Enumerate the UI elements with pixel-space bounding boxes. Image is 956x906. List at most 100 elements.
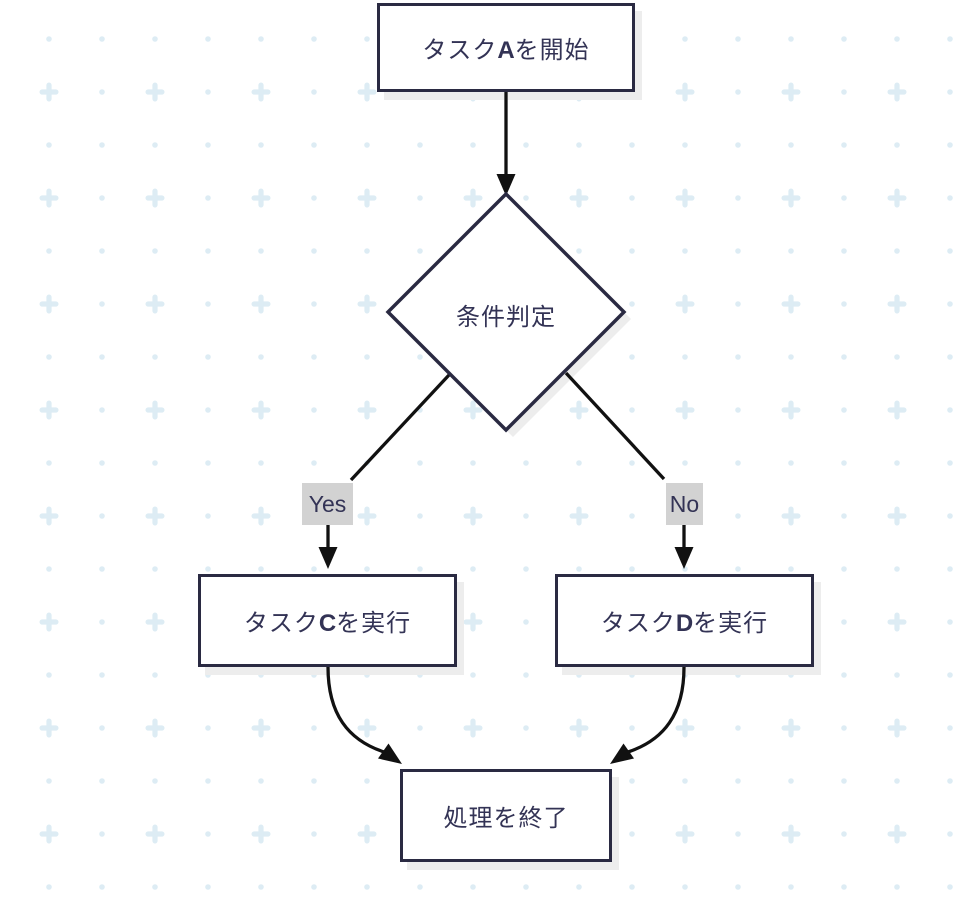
grid-dot-icon	[629, 778, 635, 784]
grid-dot-icon	[841, 672, 847, 678]
grid-dot-icon	[523, 725, 529, 731]
grid-dot-icon	[841, 460, 847, 466]
grid-dot-icon	[576, 460, 582, 466]
grid-plus-icon	[682, 400, 688, 420]
grid-dot-icon	[99, 672, 105, 678]
grid-dot-icon	[947, 725, 953, 731]
grid-dot-icon	[735, 884, 741, 890]
grid-dot-icon	[417, 195, 423, 201]
grid-plus-icon	[788, 718, 794, 738]
grid-plus-icon	[258, 294, 264, 314]
grid-dot-icon	[205, 195, 211, 201]
grid-dot-icon	[682, 566, 688, 572]
grid-dot-icon	[947, 619, 953, 625]
grid-plus-icon	[364, 294, 370, 314]
grid-dot-icon	[311, 407, 317, 413]
grid-dot-icon	[311, 36, 317, 42]
grid-dot-icon	[205, 884, 211, 890]
grid-plus-icon	[152, 824, 158, 844]
grid-dot-icon	[311, 566, 317, 572]
grid-dot-icon	[205, 142, 211, 148]
grid-dot-icon	[205, 831, 211, 837]
grid-dot-icon	[894, 778, 900, 784]
grid-plus-icon	[152, 506, 158, 526]
grid-plus-icon	[46, 718, 52, 738]
grid-dot-icon	[46, 354, 52, 360]
grid-plus-icon	[364, 506, 370, 526]
node-end-label: 処理を終了	[443, 805, 569, 832]
grid-dot-icon	[629, 407, 635, 413]
grid-dot-icon	[947, 407, 953, 413]
grid-dot-icon	[205, 513, 211, 519]
grid-plus-icon	[46, 188, 52, 208]
grid-dot-icon	[205, 301, 211, 307]
grid-dot-icon	[364, 566, 370, 572]
grid-plus-icon	[364, 824, 370, 844]
grid-plus-icon	[152, 82, 158, 102]
grid-dot-icon	[788, 248, 794, 254]
grid-dot-icon	[841, 619, 847, 625]
grid-dot-icon	[629, 831, 635, 837]
grid-plus-icon	[470, 400, 476, 420]
grid-dot-icon	[735, 407, 741, 413]
grid-plus-icon	[894, 718, 900, 738]
grid-plus-icon	[894, 188, 900, 208]
grid-dot-icon	[152, 248, 158, 254]
grid-dot-icon	[523, 884, 529, 890]
grid-dot-icon	[894, 142, 900, 148]
grid-plus-icon	[470, 612, 476, 632]
grid-dot-icon	[417, 884, 423, 890]
grid-dot-icon	[735, 248, 741, 254]
grid-plus-icon	[788, 82, 794, 102]
grid-dot-icon	[788, 884, 794, 890]
grid-plus-icon	[46, 506, 52, 526]
label-text: を実行	[336, 610, 412, 637]
grid-dot-icon	[629, 566, 635, 572]
grid-plus-icon	[470, 718, 476, 738]
grid-dot-icon	[258, 884, 264, 890]
grid-plus-icon	[788, 400, 794, 420]
grid-plus-icon	[152, 612, 158, 632]
grid-dot-icon	[576, 566, 582, 572]
grid-dot-icon	[735, 89, 741, 95]
grid-dot-icon	[947, 778, 953, 784]
grid-dot-icon	[417, 725, 423, 731]
grid-dot-icon	[629, 301, 635, 307]
grid-dot-icon	[788, 460, 794, 466]
grid-dot-icon	[629, 725, 635, 731]
grid-dot-icon	[258, 460, 264, 466]
grid-dot-icon	[99, 89, 105, 95]
grid-dot-icon	[99, 566, 105, 572]
grid-dot-icon	[99, 301, 105, 307]
grid-dot-icon	[99, 619, 105, 625]
node-execute-task-c: タスクCを実行	[198, 574, 457, 667]
grid-dot-icon	[788, 354, 794, 360]
grid-dot-icon	[735, 566, 741, 572]
grid-plus-icon	[470, 506, 476, 526]
grid-dot-icon	[735, 778, 741, 784]
grid-dot-icon	[417, 248, 423, 254]
grid-dot-icon	[947, 301, 953, 307]
grid-dot-icon	[523, 672, 529, 678]
grid-dot-icon	[99, 831, 105, 837]
edge-yes-arrowhead	[318, 547, 338, 569]
grid-dot-icon	[947, 248, 953, 254]
grid-plus-icon	[894, 506, 900, 526]
grid-dot-icon	[629, 460, 635, 466]
grid-dot-icon	[99, 778, 105, 784]
grid-dot-icon	[152, 778, 158, 784]
grid-plus-icon	[788, 824, 794, 844]
grid-dot-icon	[735, 36, 741, 42]
grid-dot-icon	[841, 248, 847, 254]
grid-plus-icon	[576, 400, 582, 420]
grid-plus-icon	[682, 824, 688, 844]
edge-task-d-to-end	[627, 666, 686, 754]
grid-plus-icon	[576, 188, 582, 208]
grid-plus-icon	[364, 82, 370, 102]
grid-dot-icon	[205, 354, 211, 360]
grid-dot-icon	[99, 142, 105, 148]
label-text: タスク	[422, 37, 498, 64]
grid-dot-icon	[99, 248, 105, 254]
grid-dot-icon	[470, 672, 476, 678]
grid-plus-icon	[576, 506, 582, 526]
